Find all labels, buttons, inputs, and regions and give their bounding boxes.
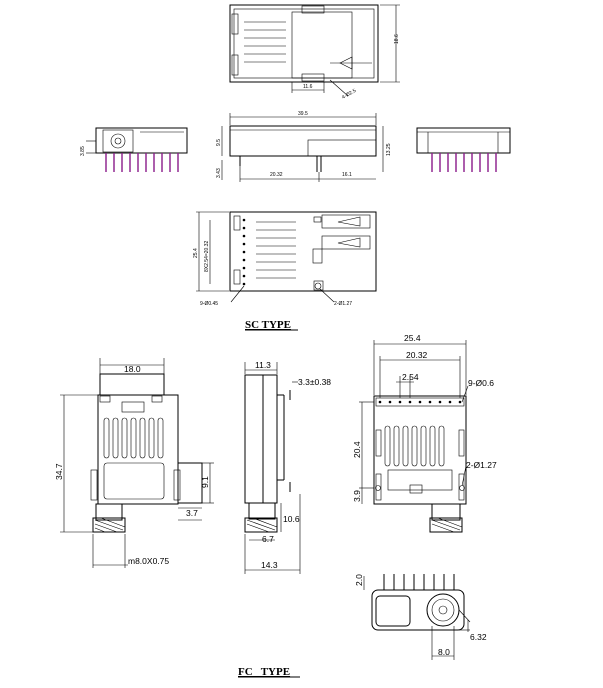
fc-dim-side-total: 14.3 xyxy=(261,560,278,570)
sc-right-view xyxy=(416,127,511,172)
fc-dim-front-w: 18.0 xyxy=(124,364,141,374)
sc-dim-holes: 2-Ø1.27 xyxy=(334,301,352,307)
fc-dim-bot-w: 25.4 xyxy=(404,333,421,343)
fc-dim-bot-span: 20.32 xyxy=(406,350,428,360)
sc-dim-top-width: 11.6 xyxy=(303,84,313,90)
sc-front-view: 39.5 9.5 13.25 3.43 20.32 16.1 xyxy=(216,111,392,182)
sc-dim-pin-len: 3.43 xyxy=(216,168,222,178)
fc-side-view: 11.3 3.3±0.38 10.6 6.7 14.3 xyxy=(244,360,331,574)
sc-dim-height-b: 13.25 xyxy=(386,143,392,156)
sc-title: SC TYPE xyxy=(245,319,291,331)
sc-dim-pitch-b: 16.1 xyxy=(342,172,352,178)
fc-dim-side-top: 11.3 xyxy=(255,360,271,370)
sc-bottom-view: 25.4 8X2.54=20.32 9-Ø0.45 2-Ø1.27 xyxy=(193,211,377,307)
fc-title: FC TYPE xyxy=(238,666,290,678)
fc-dim-end-w: 8.0 xyxy=(438,647,450,657)
fc-dim-bot-pitch: 2.54 xyxy=(402,372,419,382)
fc-dim-bot-h: 20.4 xyxy=(352,441,362,458)
fc-dim-front-h: 34.7 xyxy=(54,463,64,480)
sc-dim-height-a: 9.5 xyxy=(216,139,222,146)
fc-bottom-view: 25.4 20.32 2.54 9-Ø0.6 20.4 2-Ø1.27 3.9 xyxy=(352,333,497,533)
fc-dim-thread: m8.0X0.75 xyxy=(128,556,169,566)
sc-dim-bottom-w: 25.4 xyxy=(193,248,199,258)
fc-dim-bot-off: 3.9 xyxy=(352,490,362,502)
fc-end-view: 2.0 8.0 6.32 xyxy=(354,574,487,660)
fc-dim-bot-holes: 2-Ø1.27 xyxy=(466,460,497,470)
fc-dim-front-low: 3.7 xyxy=(186,508,198,518)
sc-dim-height: 18.6 xyxy=(394,34,400,44)
fc-front-view: 18.0 34.7 9.1 3.7 m8.0X0.75 xyxy=(54,358,214,568)
fc-dim-end-h: 2.0 xyxy=(354,574,364,586)
fc-dim-front-side: 9.1 xyxy=(200,476,210,488)
fc-dim-side-tol: 3.3±0.38 xyxy=(298,377,331,387)
sc-dim-top-hole: 4-Ø2.5 xyxy=(341,88,357,101)
sc-left-view: 3.85 xyxy=(80,127,188,172)
sc-dim-bottom-span: 8X2.54=20.32 xyxy=(204,241,210,272)
fc-dim-bot-pins: 9-Ø0.6 xyxy=(468,378,494,388)
sc-dim-left-h: 3.85 xyxy=(80,146,86,156)
sc-dim-pins: 9-Ø0.45 xyxy=(200,301,218,307)
sc-top-view: 18.6 11.6 4-Ø2.5 xyxy=(229,4,400,101)
sc-dim-length: 39.5 xyxy=(298,111,308,117)
fc-dim-side-w: 6.7 xyxy=(262,534,274,544)
fc-dim-side-h: 10.6 xyxy=(283,514,300,524)
fc-dim-end-r: 6.32 xyxy=(470,632,487,642)
sc-dim-pitch-a: 20.32 xyxy=(270,172,283,178)
